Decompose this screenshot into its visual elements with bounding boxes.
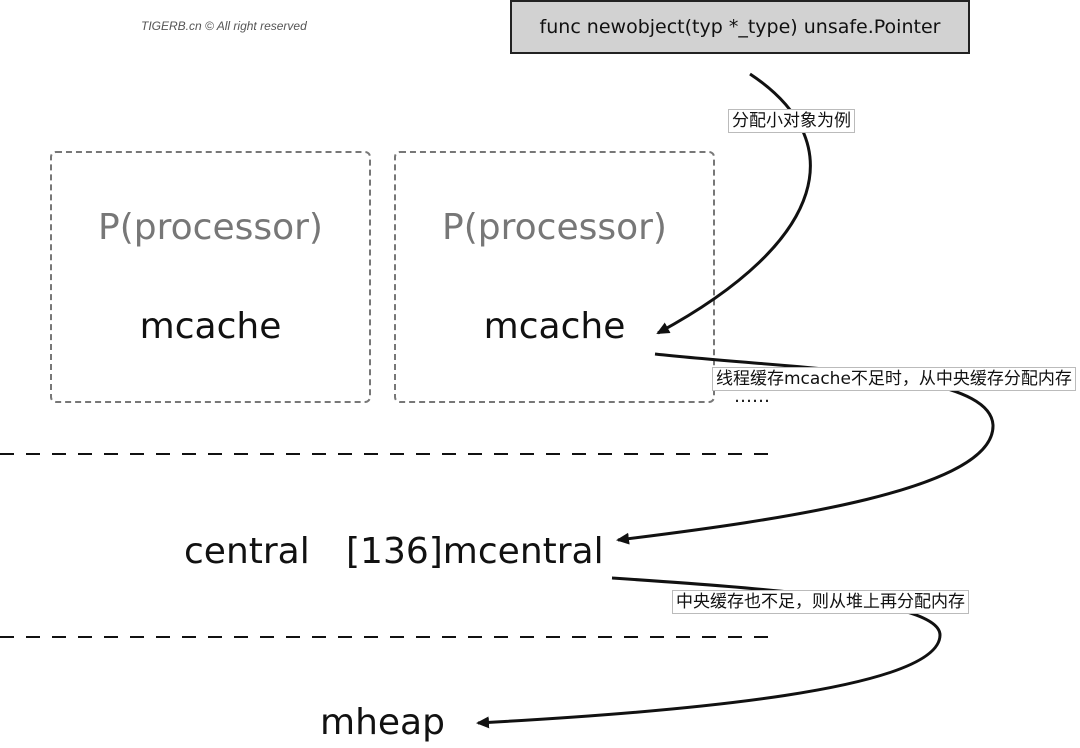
processor-box-2: P(processor) mcache xyxy=(394,151,715,403)
processor-mcache-2: mcache xyxy=(483,306,626,347)
note-small-object: 分配小对象为例 xyxy=(728,109,855,133)
processor-title-1: P(processor) xyxy=(98,207,323,248)
arrow-mcentral-to-mheap xyxy=(476,576,942,729)
note-ellipsis: …… xyxy=(734,386,770,407)
processor-box-1: P(processor) mcache xyxy=(50,151,371,403)
mcentral-label: [136]mcentral xyxy=(346,531,604,572)
note-mcache-insufficient: 线程缓存mcache不足时，从中央缓存分配内存 xyxy=(712,367,1076,391)
func-signature-label: func newobject(typ *_type) unsafe.Pointe… xyxy=(539,16,941,38)
mheap-label: mheap xyxy=(320,702,445,743)
central-label: central xyxy=(184,531,310,572)
processor-title-2: P(processor) xyxy=(442,207,667,248)
note-central-insufficient: 中央缓存也不足，则从堆上再分配内存 xyxy=(672,590,969,614)
arrow-func-to-mcache xyxy=(656,72,812,335)
processor-mcache-1: mcache xyxy=(139,306,282,347)
watermark-text: TIGERB.cn © All right reserved xyxy=(141,19,307,33)
func-signature-box: func newobject(typ *_type) unsafe.Pointe… xyxy=(510,0,970,54)
